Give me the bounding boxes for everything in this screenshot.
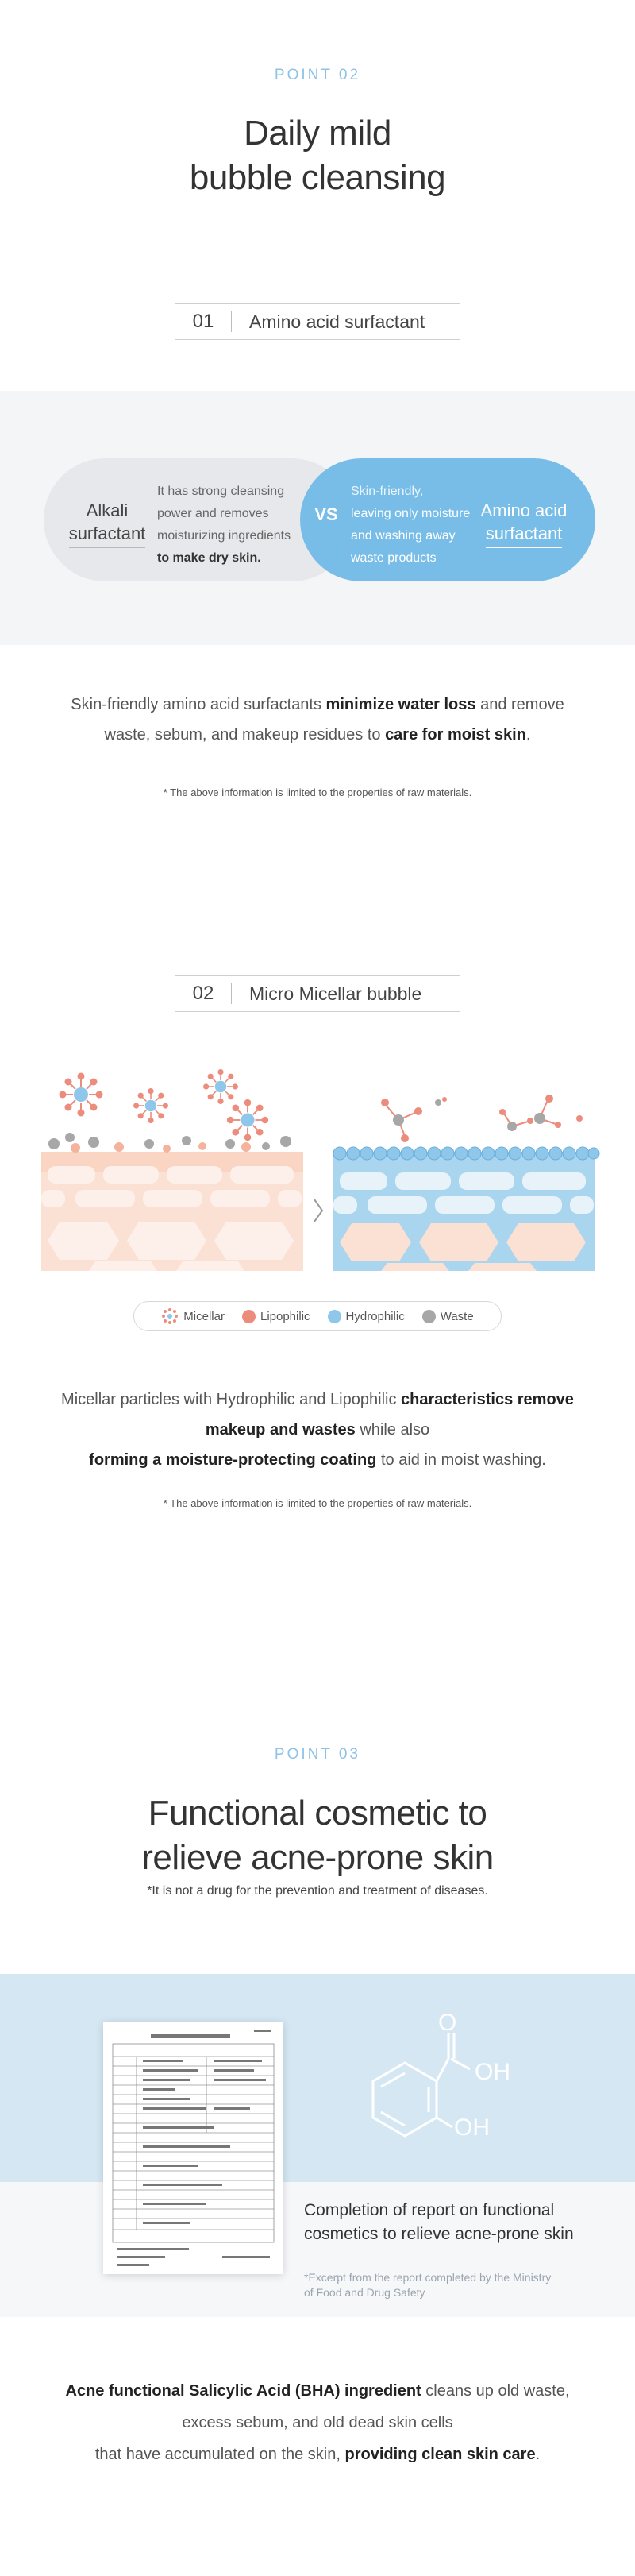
section02-description: Micellar particles with Hydrophilic and … — [0, 1385, 635, 1475]
bha-desc-c: excess sebum, and old dead skin cells — [182, 2414, 453, 2431]
legend-label-micellar: Micellar — [183, 1309, 225, 1323]
amino-surfactant-title: Amino acid surfactant — [476, 499, 572, 548]
s02-desc-b: characteristics remove — [401, 1391, 574, 1408]
amino-title-line2: surfactant — [485, 522, 563, 548]
micellar-legend: Micellar Lipophilic Hydrophilic Waste — [133, 1301, 502, 1331]
lipophilic-dot-icon — [241, 1309, 256, 1323]
bha-desc-b: cleans up old waste, — [421, 2382, 570, 2400]
legend-item-micellar: Micellar — [161, 1307, 225, 1325]
micellar-illustration — [41, 1069, 600, 1271]
section01-heading-box: 01 Amino acid surfactant — [175, 303, 460, 340]
bha-desc-d: that have accumulated on the skin, — [94, 2446, 345, 2463]
point03-title: Functional cosmetic to relieve acne-pron… — [0, 1791, 635, 1880]
alkali-title-line2: surfactant — [68, 522, 146, 548]
alkali-title-line1: Alkali — [86, 500, 129, 520]
bha-desc-a: Acne functional Salicylic Acid (BHA) ing… — [65, 2382, 421, 2400]
s01-desc-f: . — [525, 726, 531, 743]
legend-item-hydrophilic: Hydrophilic — [327, 1309, 405, 1323]
waste-dot-icon — [421, 1309, 436, 1323]
structure-label-oh-bottom: OH — [454, 2114, 490, 2141]
right-skin-block — [333, 1095, 600, 1271]
bha-desc-f: . — [535, 2446, 541, 2463]
amino-surfactant-desc: Skin-friendly, leaving only moisture and… — [351, 481, 486, 570]
section01-note: * The above information is limited to th… — [163, 786, 472, 798]
alkali-desc-line2: power and removes — [157, 507, 269, 520]
amino-desc-line3: and washing away — [351, 529, 456, 543]
point02-label: POINT 02 — [274, 67, 361, 83]
left-skin-block — [41, 1069, 303, 1271]
s01-desc-e: care for moist skin — [385, 726, 526, 743]
alkali-desc-line4: to make dry skin. — [157, 551, 261, 565]
amino-desc-line4: waste products — [351, 551, 437, 565]
section02-note: * The above information is limited to th… — [163, 1497, 472, 1509]
structure-label-oh-top: OH — [475, 2059, 510, 2085]
s02-desc-e: forming a moisture-protecting coating — [89, 1451, 377, 1469]
legend-label-hydrophilic: Hydrophilic — [345, 1309, 405, 1323]
vs-badge: VS — [314, 504, 338, 524]
micellar-icon — [162, 1308, 179, 1324]
report-note: *Excerpt from the report completed by th… — [304, 2270, 622, 2300]
legend-item-waste: Waste — [421, 1309, 474, 1323]
point03-label: POINT 03 — [274, 1746, 361, 1763]
section02-heading-box: 02 Micro Micellar bubble — [175, 975, 460, 1012]
bha-desc-e: providing clean skin care — [344, 2446, 536, 2463]
alkali-desc-line3: moisturizing ingredients — [157, 529, 291, 543]
amino-desc-line2: leaving only moisture — [351, 507, 471, 520]
point03-title-line2: relieve acne-prone skin — [141, 1838, 494, 1877]
report-caption: Completion of report on functional cosme… — [304, 2199, 622, 2246]
point03-disclaimer: *It is not a drug for the prevention and… — [147, 1884, 488, 1898]
legend-item-lipophilic: Lipophilic — [241, 1309, 310, 1323]
point02-title-line2: bubble cleansing — [189, 158, 446, 197]
s01-desc-c: and remove — [475, 696, 564, 713]
report-caption-line1: Completion of report on functional — [304, 2201, 555, 2219]
alkali-surfactant-title: Alkali surfactant — [64, 499, 151, 548]
report-note-line2: of Food and Drug Safety — [304, 2286, 425, 2299]
point03-title-line1: Functional cosmetic to — [148, 1794, 487, 1833]
s01-desc-b: minimize water loss — [325, 696, 476, 713]
micelle-cluster-left — [59, 1069, 269, 1141]
report-caption-line2: cosmetics to relieve acne-prone skin — [304, 2225, 574, 2243]
chevron-right-icon — [314, 1199, 324, 1222]
bha-description: Acne functional Salicylic Acid (BHA) ing… — [0, 2375, 635, 2470]
alkali-desc-line1: It has strong cleansing — [157, 485, 285, 498]
point02-title-line1: Daily mild — [244, 114, 391, 153]
structure-label-o: O — [438, 2010, 457, 2036]
legend-label-waste: Waste — [440, 1309, 474, 1323]
section02-divider — [231, 983, 232, 1004]
section02-label: Micro Micellar bubble — [249, 983, 422, 1004]
s01-desc-d: waste, sebum, and makeup residues to — [104, 726, 386, 743]
section01-number: 01 — [192, 311, 214, 332]
salicylic-acid-structure — [371, 2033, 471, 2138]
section01-description: Skin-friendly amino acid surfactants min… — [0, 689, 635, 750]
section01-divider — [231, 311, 232, 332]
legend-label-lipophilic: Lipophilic — [260, 1309, 310, 1323]
report-document-lines — [112, 2030, 275, 2266]
amino-title-line1: Amino acid — [480, 500, 568, 520]
point02-title: Daily mild bubble cleansing — [0, 111, 635, 200]
s02-desc-c: makeup and wastes — [205, 1421, 356, 1439]
amino-surfactant-pill — [300, 458, 595, 581]
s02-desc-f: to aid in moist washing. — [376, 1451, 546, 1469]
report-band-top — [0, 1974, 635, 2182]
report-note-line1: *Excerpt from the report completed by th… — [304, 2271, 552, 2284]
s01-desc-a: Skin-friendly amino acid surfactants — [71, 696, 326, 713]
section01-label: Amino acid surfactant — [249, 311, 425, 332]
s02-desc-a: Micellar particles with Hydrophilic and … — [61, 1391, 402, 1408]
s02-desc-d: while also — [355, 1421, 430, 1439]
hydrophilic-dot-icon — [327, 1309, 341, 1323]
report-document-image — [103, 2022, 283, 2274]
alkali-surfactant-desc: It has strong cleansing power and remove… — [157, 481, 308, 570]
section02-number: 02 — [192, 983, 214, 1004]
amino-desc-line1: Skin-friendly, — [351, 485, 424, 498]
